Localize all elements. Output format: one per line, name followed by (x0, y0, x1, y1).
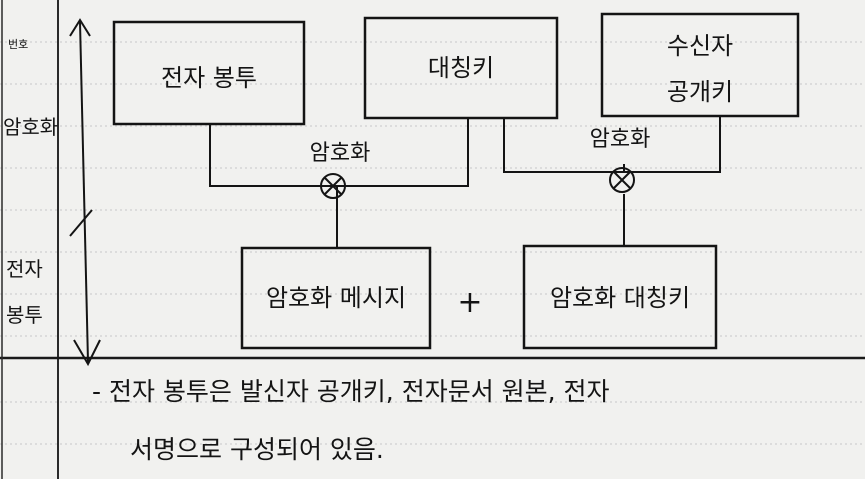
op-label-left: 암호화 (310, 141, 371, 166)
envelope-box-label: 전자 봉투 (161, 64, 257, 92)
note-line-2: 서명으로 구성되어 있음. (130, 435, 384, 464)
receiver-public-key-label-2: 공개키 (667, 78, 733, 106)
encrypt-operator-right-icon (609, 167, 635, 193)
side-label-envelope-2: 봉투 (6, 303, 43, 327)
encrypted-key-label: 암호화 대칭키 (550, 284, 690, 312)
note-line-1: - 전자 봉투은 발신자 공개키, 전자문서 원본, 전자 (92, 377, 610, 406)
encrypted-message-box (240, 246, 432, 350)
receiver-public-key-label-1: 수신자 (667, 32, 733, 60)
receiver-public-key-box (600, 12, 800, 118)
encrypted-message-label: 암호화 메시지 (266, 284, 406, 312)
symmetric-key-box-label: 대칭키 (428, 54, 494, 82)
side-label-envelope-1: 전자 (6, 257, 43, 281)
op-label-right: 암호화 (590, 127, 651, 152)
plus-sign: + (457, 285, 482, 320)
symmetric-key-box (363, 16, 559, 120)
side-label-encryption: 암호화 (3, 115, 58, 139)
encrypted-key-box (522, 244, 718, 350)
margin-top-label: 번호 (8, 38, 28, 51)
side-range-arrow (69, 18, 101, 367)
encrypt-operator-left-icon (320, 173, 346, 199)
